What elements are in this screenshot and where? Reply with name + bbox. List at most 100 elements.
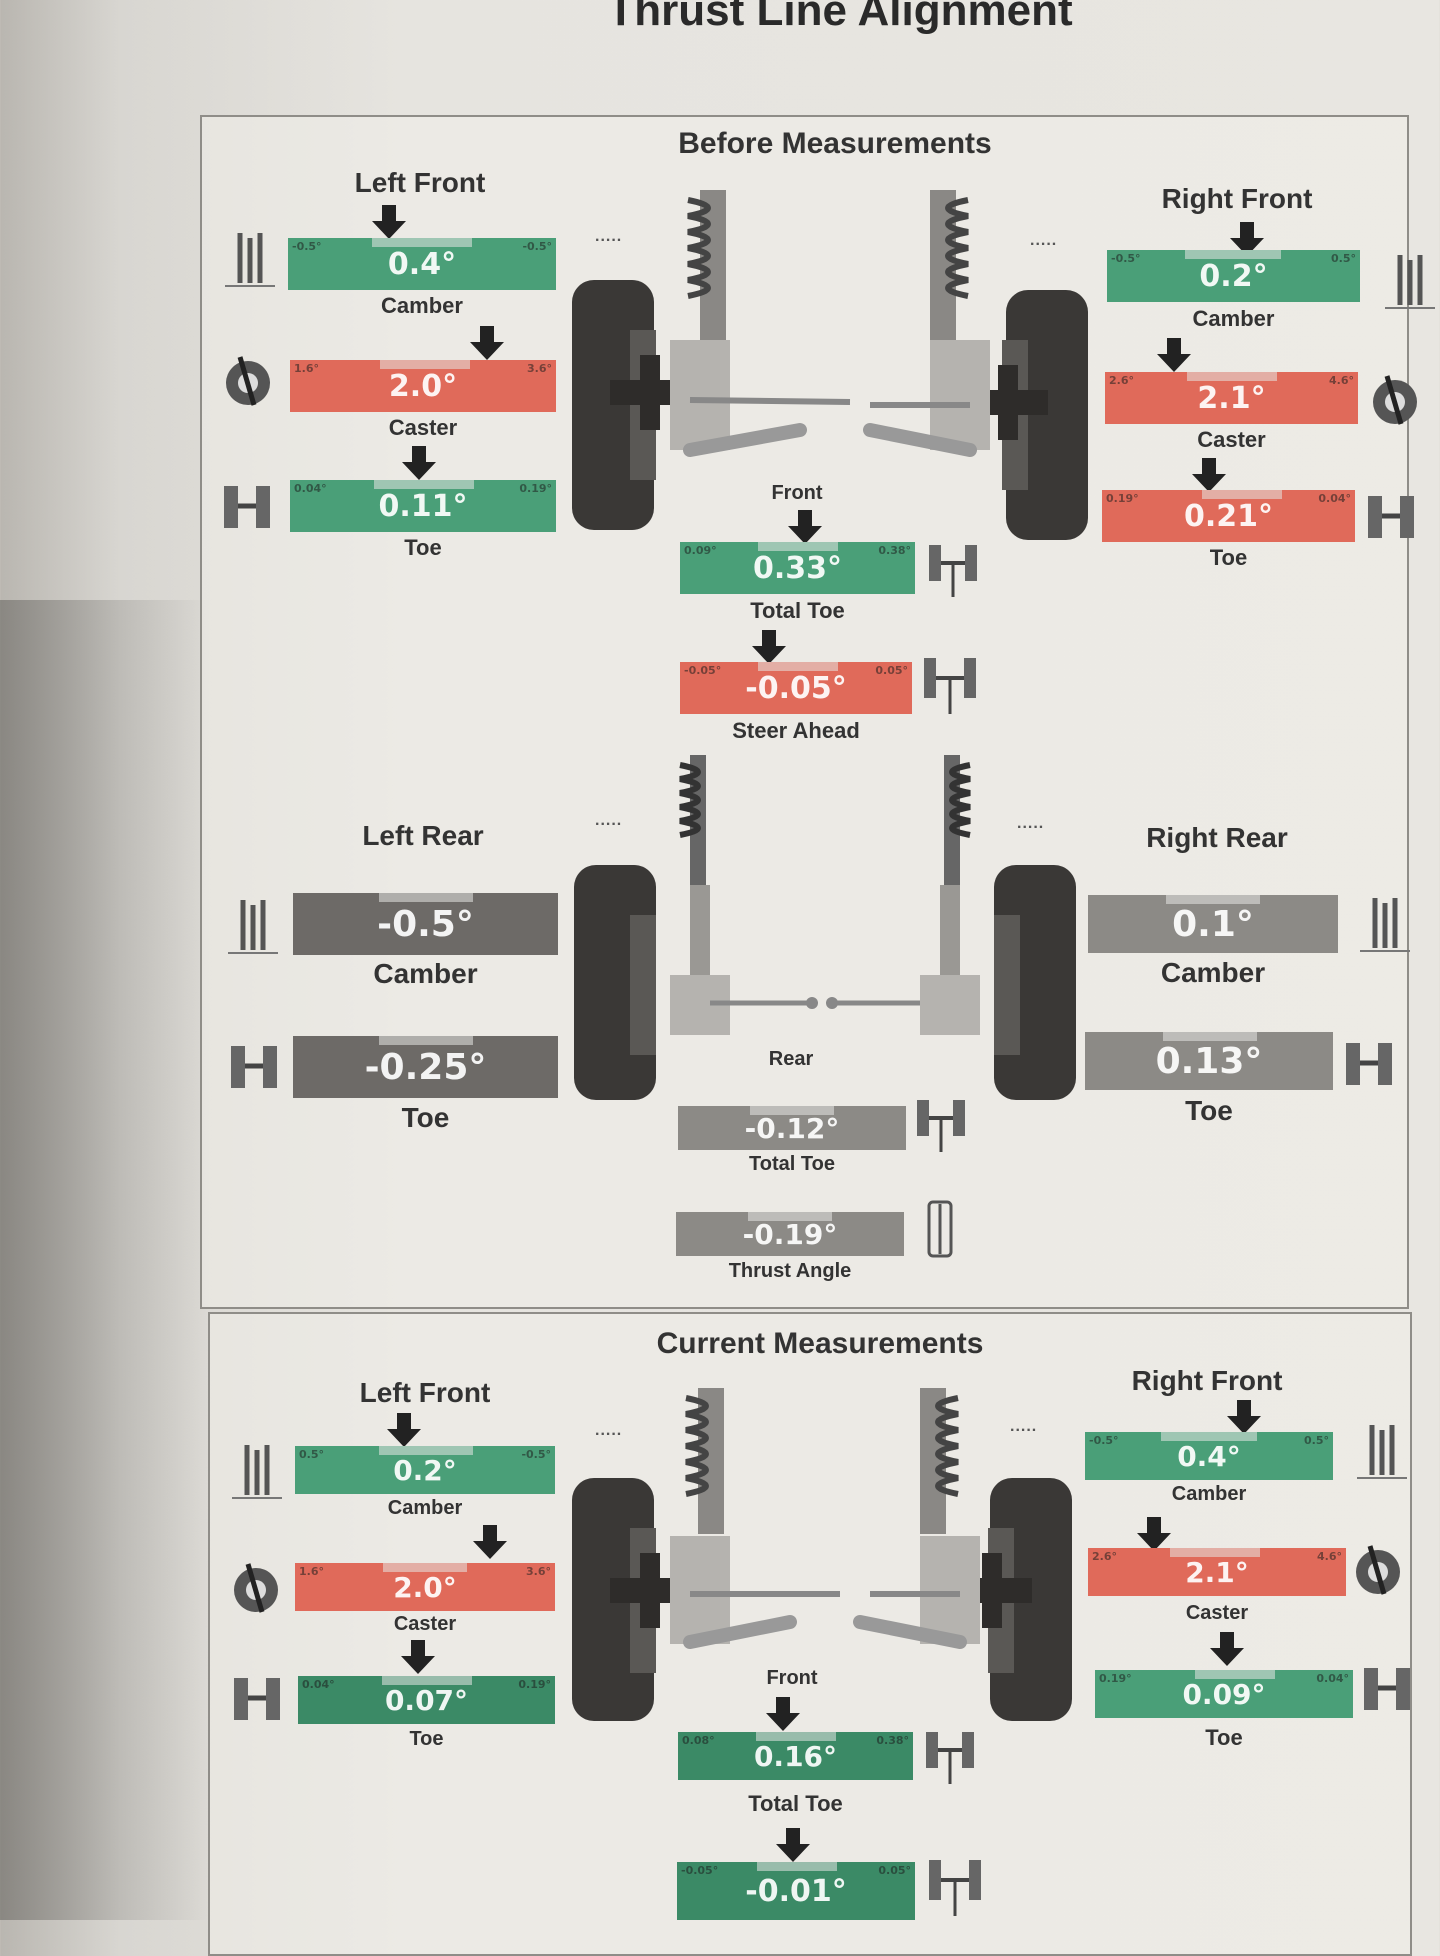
right-rear-label: Right Rear bbox=[1146, 822, 1288, 853]
rf-caster-gauge: 2.6° 4.6° 2.1° bbox=[1088, 1548, 1346, 1596]
toe-icon bbox=[1368, 496, 1414, 538]
current-heading: Current Measurements bbox=[656, 1327, 984, 1360]
lf-camber-gauge: -0.5° -0.5° 0.4° bbox=[288, 238, 556, 290]
front-total-toe-gauge: 0.09° 0.38° 0.33° bbox=[680, 542, 915, 594]
lr-camber-gauge: -0.5° bbox=[293, 893, 558, 955]
right-front-label: Right Front bbox=[1161, 183, 1313, 214]
lf-camber-label: Camber bbox=[387, 1497, 463, 1519]
rf-toe-gauge: 0.19° 0.04° 0.21° bbox=[1102, 490, 1355, 542]
lf-toe-gauge: 0.04° 0.19° 0.07° bbox=[298, 1676, 555, 1724]
caster-wheel-icon bbox=[234, 1563, 278, 1613]
caster-wheel-icon bbox=[1356, 1545, 1400, 1595]
rf-toe-label: Toe bbox=[1209, 545, 1248, 570]
lr-camber-label: Camber bbox=[373, 958, 478, 989]
steer-ahead-gauge: -0.05° 0.05° -0.01° bbox=[677, 1862, 915, 1920]
arrow-down-icon bbox=[1230, 222, 1264, 256]
front-total-toe-gauge: 0.08° 0.38° 0.16° bbox=[678, 1732, 913, 1780]
steer-ahead-gauge: -0.05° 0.05° -0.05° bbox=[680, 662, 912, 714]
arrow-down-icon bbox=[401, 1640, 435, 1674]
left-front-label: Left Front bbox=[354, 167, 486, 198]
lf-toe-gauge: 0.04° 0.19° 0.11° bbox=[290, 480, 556, 532]
rf-caster-label: Caster bbox=[1185, 1602, 1249, 1624]
ellipsis-right: ..... bbox=[1030, 232, 1058, 249]
arrow-down-icon bbox=[372, 205, 406, 239]
arrow-down-icon bbox=[402, 446, 436, 480]
thrust-angle-icon bbox=[927, 1200, 953, 1258]
right-front-label: Right Front bbox=[1131, 1365, 1283, 1396]
rr-camber-gauge: 0.1° bbox=[1088, 895, 1338, 953]
lf-toe-label: Toe bbox=[409, 1728, 444, 1750]
rear-suspension-illustration bbox=[574, 755, 1076, 1100]
arrow-down-icon bbox=[387, 1413, 421, 1447]
arrow-down-icon bbox=[1192, 458, 1226, 492]
left-front-label: Left Front bbox=[359, 1377, 491, 1408]
ellipsis-left: ..... bbox=[595, 812, 623, 829]
arrow-down-icon bbox=[470, 326, 504, 360]
arrow-down-icon bbox=[1157, 338, 1191, 372]
toe-icon bbox=[234, 1678, 280, 1720]
rf-camber-label: Camber bbox=[1192, 306, 1275, 331]
lf-toe-label: Toe bbox=[404, 535, 442, 560]
thrust-angle-label: Thrust Angle bbox=[728, 1260, 852, 1282]
front-total-toe-label: Total Toe bbox=[748, 1791, 843, 1816]
axle-toe-icon bbox=[929, 545, 977, 597]
caster-wheel-icon bbox=[226, 356, 270, 406]
rear-axle-label: Rear bbox=[768, 1048, 814, 1070]
rr-toe-label: Toe bbox=[1185, 1095, 1233, 1126]
rr-camber-label: Camber bbox=[1160, 957, 1266, 988]
lf-caster-gauge: 1.6° 3.6° 2.0° bbox=[295, 1563, 555, 1611]
toe-icon bbox=[1346, 1043, 1392, 1085]
ellipsis-left: ..... bbox=[595, 228, 623, 245]
arrow-down-icon bbox=[473, 1525, 507, 1559]
arrow-down-icon bbox=[788, 510, 822, 544]
camber-icon bbox=[225, 233, 275, 287]
axle-toe-icon bbox=[917, 1100, 965, 1152]
thrust-angle-gauge: -0.19° bbox=[676, 1212, 904, 1256]
arrow-down-icon bbox=[1137, 1517, 1171, 1551]
toe-icon bbox=[231, 1046, 277, 1088]
front-axle-label: Front bbox=[771, 482, 823, 504]
left-rear-label: Left Rear bbox=[362, 820, 484, 851]
rf-toe-label: Toe bbox=[1205, 1725, 1243, 1750]
front-total-toe-label: Total Toe bbox=[750, 598, 845, 623]
camber-icon bbox=[1385, 255, 1435, 309]
lf-caster-gauge: 1.6° 3.6° 2.0° bbox=[290, 360, 556, 412]
rr-toe-gauge: 0.13° bbox=[1085, 1032, 1333, 1090]
axle-toe-icon bbox=[926, 1732, 974, 1784]
ellipsis-left: ..... bbox=[595, 1422, 623, 1439]
arrow-down-icon bbox=[1227, 1400, 1261, 1434]
document-title: Thrust Line Alignment bbox=[607, 0, 1073, 35]
lr-toe-gauge: -0.25° bbox=[293, 1036, 558, 1098]
front-suspension-illustration bbox=[572, 1388, 1072, 1721]
rear-total-toe-gauge: -0.12° bbox=[678, 1106, 906, 1150]
arrow-down-icon bbox=[1210, 1632, 1244, 1666]
camber-icon bbox=[1360, 898, 1410, 952]
lf-camber-label: Camber bbox=[381, 293, 463, 318]
rf-caster-gauge: 2.6° 4.6° 2.1° bbox=[1105, 372, 1358, 424]
steer-ahead-icon bbox=[929, 1860, 981, 1916]
page-shadow bbox=[0, 600, 210, 1920]
front-axle-label: Front bbox=[766, 1667, 818, 1689]
camber-icon bbox=[232, 1445, 282, 1499]
arrow-down-icon bbox=[766, 1697, 800, 1731]
before-heading: Before Measurements bbox=[678, 127, 992, 160]
camber-icon bbox=[228, 900, 278, 954]
steer-ahead-icon bbox=[924, 658, 976, 714]
rf-camber-gauge: -0.5° 0.5° 0.2° bbox=[1107, 250, 1360, 302]
lf-camber-gauge: 0.5° -0.5° 0.2° bbox=[295, 1446, 555, 1494]
lf-caster-label: Caster bbox=[393, 1613, 457, 1635]
lr-toe-label: Toe bbox=[401, 1102, 450, 1133]
ellipsis-right: ..... bbox=[1017, 815, 1045, 832]
rf-toe-gauge: 0.19° 0.04° 0.09° bbox=[1095, 1670, 1353, 1718]
toe-icon bbox=[224, 486, 270, 528]
arrow-down-icon bbox=[776, 1828, 810, 1862]
front-suspension-illustration bbox=[572, 190, 1088, 540]
rf-caster-label: Caster bbox=[1197, 427, 1266, 452]
lf-caster-label: Caster bbox=[388, 415, 458, 440]
rear-total-toe-label: Total Toe bbox=[749, 1153, 835, 1175]
camber-icon bbox=[1357, 1425, 1407, 1479]
caster-wheel-icon bbox=[1373, 375, 1417, 425]
ellipsis-right: ..... bbox=[1010, 1418, 1038, 1435]
rf-camber-gauge: -0.5° 0.5° 0.4° bbox=[1085, 1432, 1333, 1480]
rf-camber-label: Camber bbox=[1171, 1483, 1247, 1505]
